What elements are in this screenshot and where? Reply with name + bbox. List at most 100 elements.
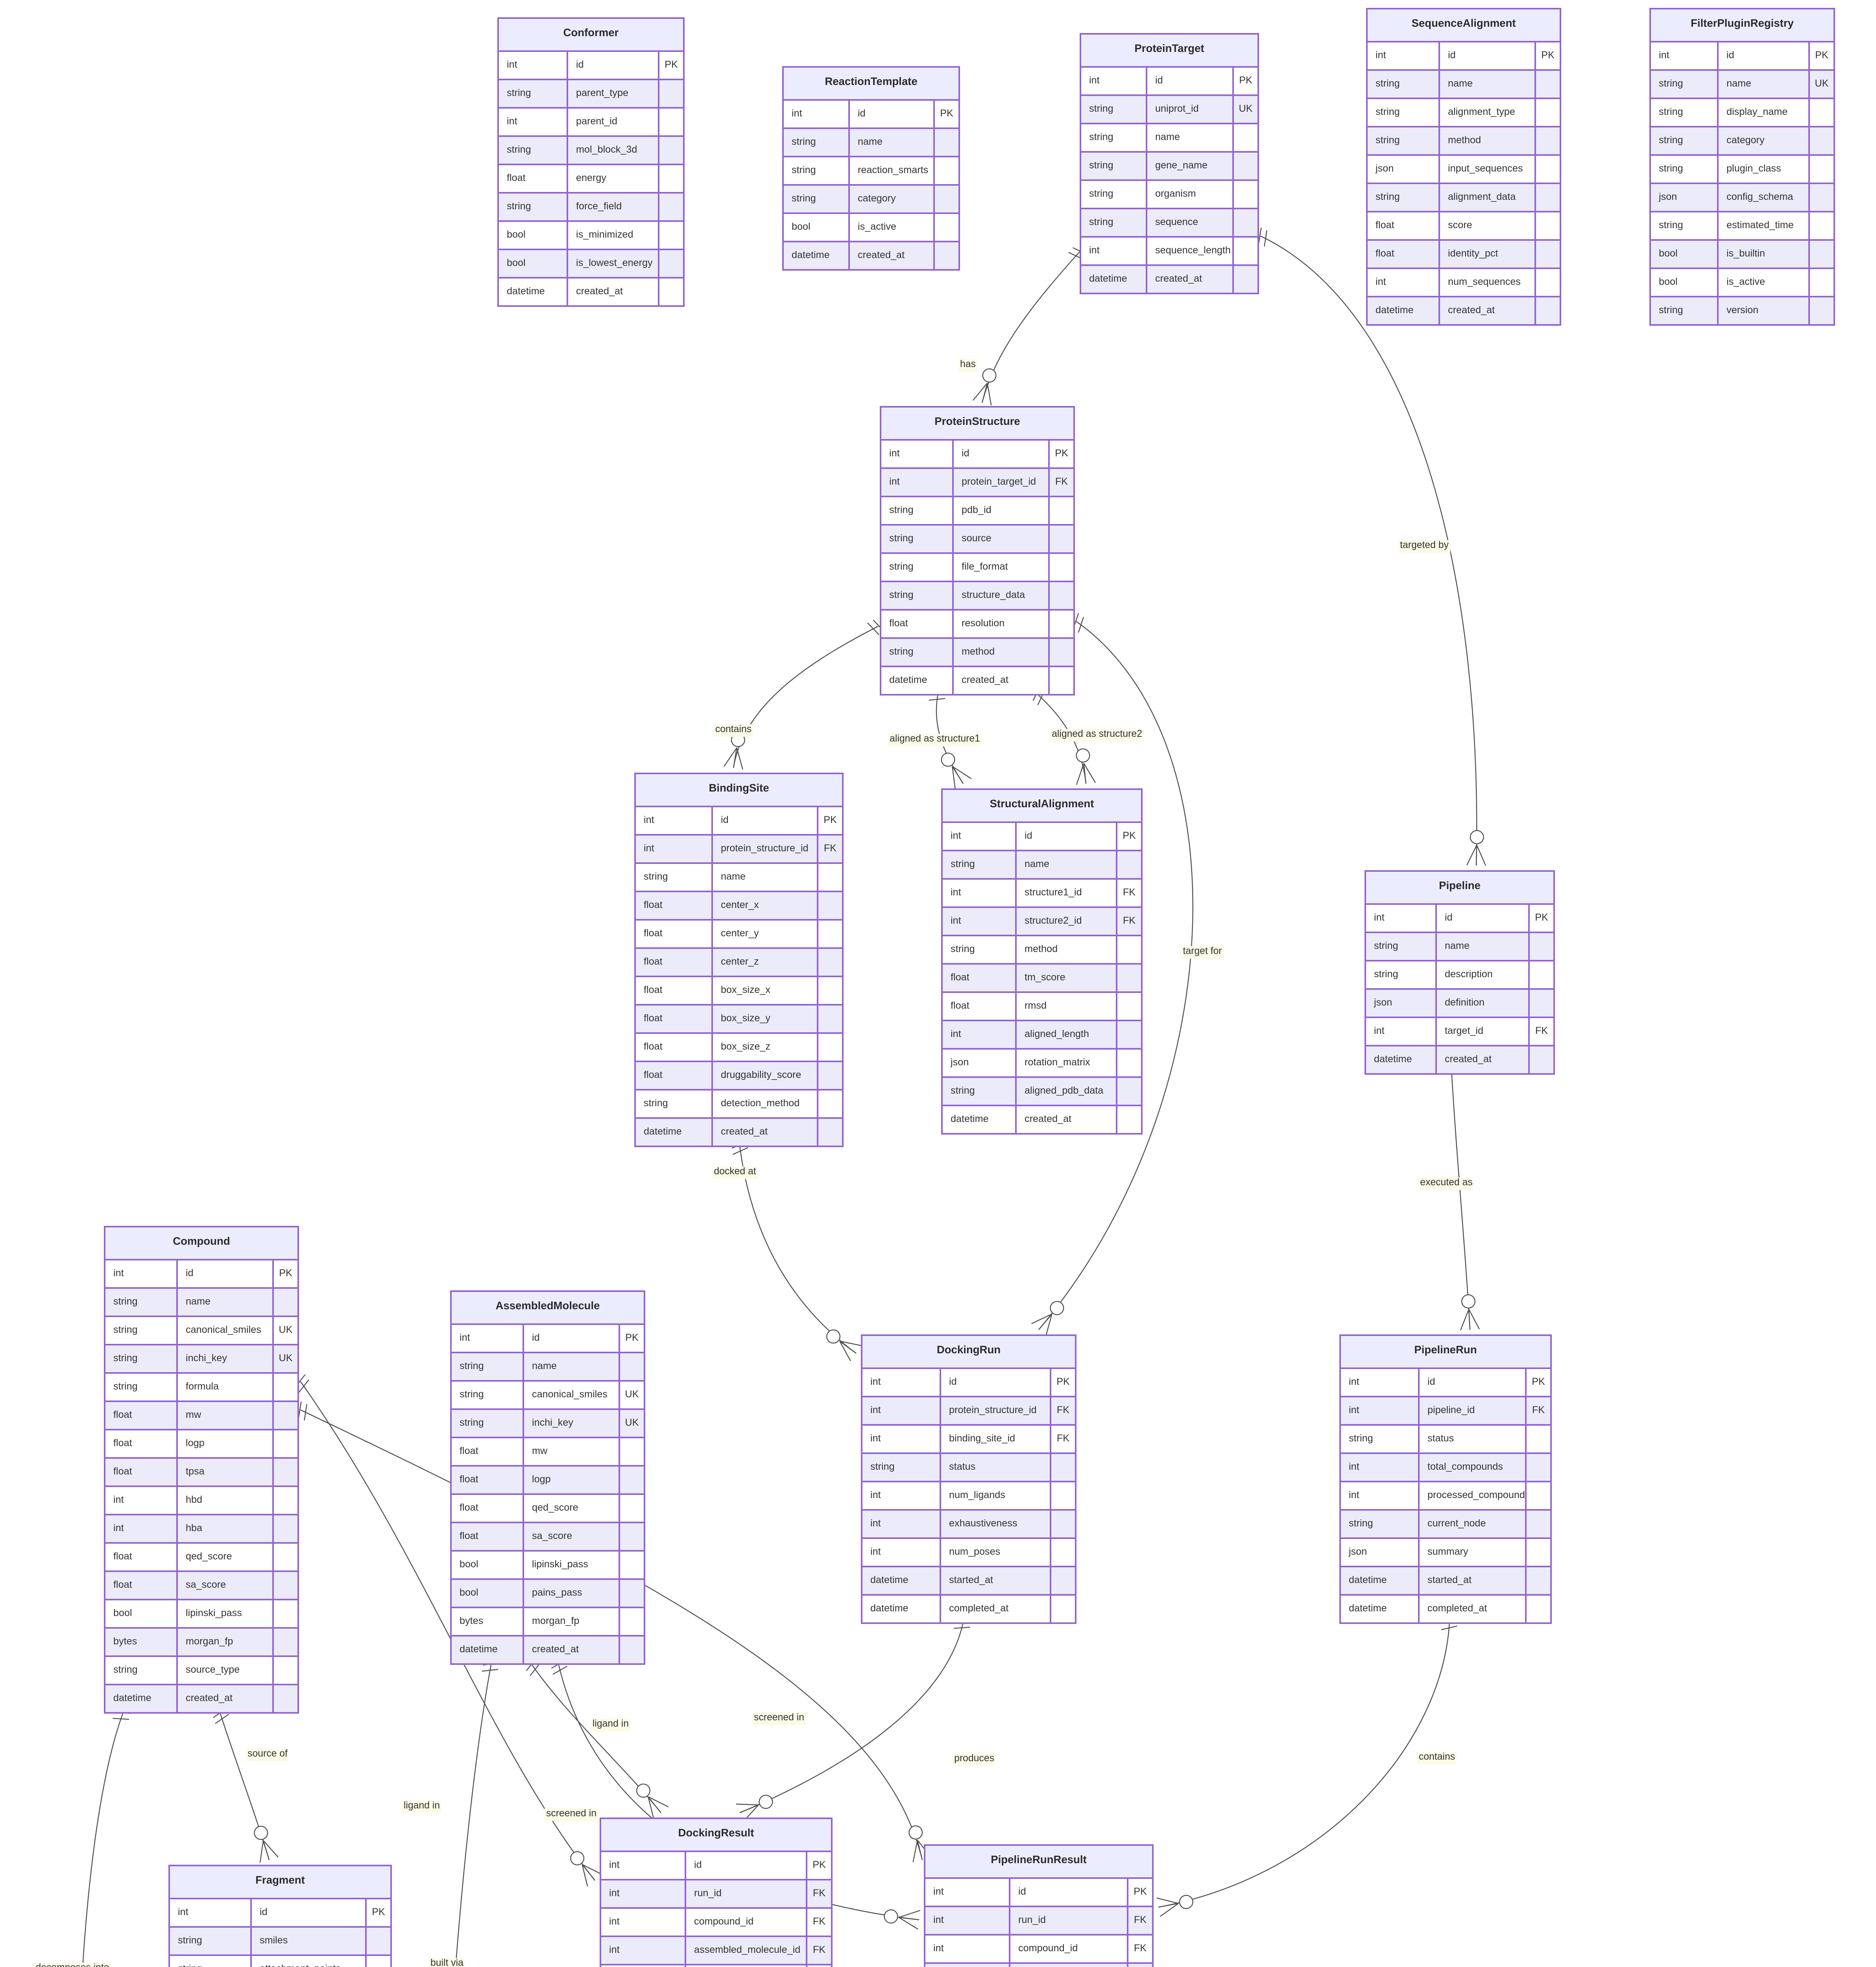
- field-key: [658, 79, 683, 107]
- field-name: description: [1435, 960, 1528, 988]
- relationship-label-targeted-by-1: targeted by: [1398, 540, 1450, 552]
- field-type: string: [1651, 126, 1717, 154]
- field-type: float: [943, 991, 1015, 1020]
- field-name: created_at: [1146, 264, 1232, 293]
- field-type: string: [881, 496, 952, 524]
- field-key: UK: [272, 1344, 297, 1372]
- field-name: created_at: [1015, 1105, 1116, 1133]
- field-name: morgan_fp: [523, 1607, 619, 1635]
- entity-title-reactiontemplate: ReactionTemplate: [784, 68, 958, 99]
- field-name: completed_at: [940, 1594, 1050, 1622]
- field-name: smiles: [250, 1926, 365, 1954]
- field-type: int: [636, 806, 711, 834]
- field-key: UK: [1232, 94, 1257, 123]
- field-key: PK: [1050, 1367, 1075, 1396]
- field-key: [1808, 268, 1834, 296]
- field-key: [933, 212, 958, 241]
- field-name: created_at: [848, 241, 933, 269]
- field-type: datetime: [452, 1635, 523, 1663]
- field-type: float: [452, 1465, 523, 1493]
- field-name: tpsa: [176, 1457, 272, 1485]
- field-name: sa_score: [176, 1570, 272, 1599]
- field-type: int: [925, 1962, 1009, 1967]
- field-name: hbd: [176, 1485, 272, 1514]
- field-type: int: [784, 99, 848, 127]
- field-type: string: [452, 1408, 523, 1437]
- field-type: datetime: [105, 1684, 176, 1712]
- field-type: string: [862, 1452, 940, 1481]
- field-name: alignment_type: [1438, 98, 1534, 126]
- field-key: FK: [817, 834, 842, 862]
- field-key: [933, 156, 958, 184]
- field-name: is_builtin: [1717, 239, 1808, 268]
- field-key: [817, 1004, 842, 1032]
- entity-title-pipelinerunresult: PipelineRunResult: [925, 1846, 1152, 1877]
- field-name: method: [952, 637, 1048, 666]
- field-type: int: [105, 1514, 176, 1542]
- entity-title-conformer: Conformer: [499, 19, 683, 50]
- field-name: name: [1435, 932, 1528, 960]
- field-type: json: [943, 1048, 1015, 1076]
- field-key: [1528, 932, 1553, 960]
- field-key: [1232, 151, 1257, 179]
- field-key: [1050, 1481, 1075, 1509]
- field-type: datetime: [943, 1105, 1015, 1133]
- field-name: formula: [176, 1372, 272, 1401]
- entity-title-filterpluginregistry: FilterPluginRegistry: [1651, 9, 1834, 41]
- field-key: [1808, 98, 1834, 126]
- field-key: [1048, 496, 1073, 524]
- field-type: float: [636, 976, 711, 1004]
- field-key: [272, 1287, 297, 1316]
- field-name: name: [1015, 850, 1116, 878]
- field-key: [933, 241, 958, 269]
- field-name: detection_method: [711, 1089, 817, 1117]
- field-type: bool: [784, 212, 848, 241]
- field-key: FK: [1127, 1906, 1152, 1934]
- field-name: lipinski_pass: [176, 1599, 272, 1627]
- relationship-edge-proteinstructure-contains-bindingsite: [724, 620, 885, 770]
- field-type: float: [452, 1437, 523, 1465]
- field-key: FK: [1127, 1934, 1152, 1962]
- field-key: [1050, 1566, 1075, 1594]
- field-name: is_active: [1717, 268, 1808, 296]
- field-key: [272, 1429, 297, 1457]
- field-key: FK: [806, 1879, 831, 1907]
- field-type: float: [636, 891, 711, 919]
- field-name: structure_data: [952, 581, 1048, 609]
- field-key: PK: [933, 99, 958, 127]
- field-key: UK: [619, 1408, 644, 1437]
- field-key: [1808, 296, 1834, 324]
- field-key: FK: [1048, 467, 1073, 496]
- field-name: lipinski_pass: [523, 1550, 619, 1578]
- field-key: [272, 1627, 297, 1655]
- field-key: FK: [1528, 1017, 1553, 1045]
- field-key: [1808, 239, 1834, 268]
- field-name: binding_site_id: [940, 1424, 1050, 1452]
- field-type: int: [1366, 1017, 1435, 1045]
- field-type: datetime: [862, 1594, 940, 1622]
- relationship-label-decomposes-into-15: decomposes into: [34, 1963, 111, 1967]
